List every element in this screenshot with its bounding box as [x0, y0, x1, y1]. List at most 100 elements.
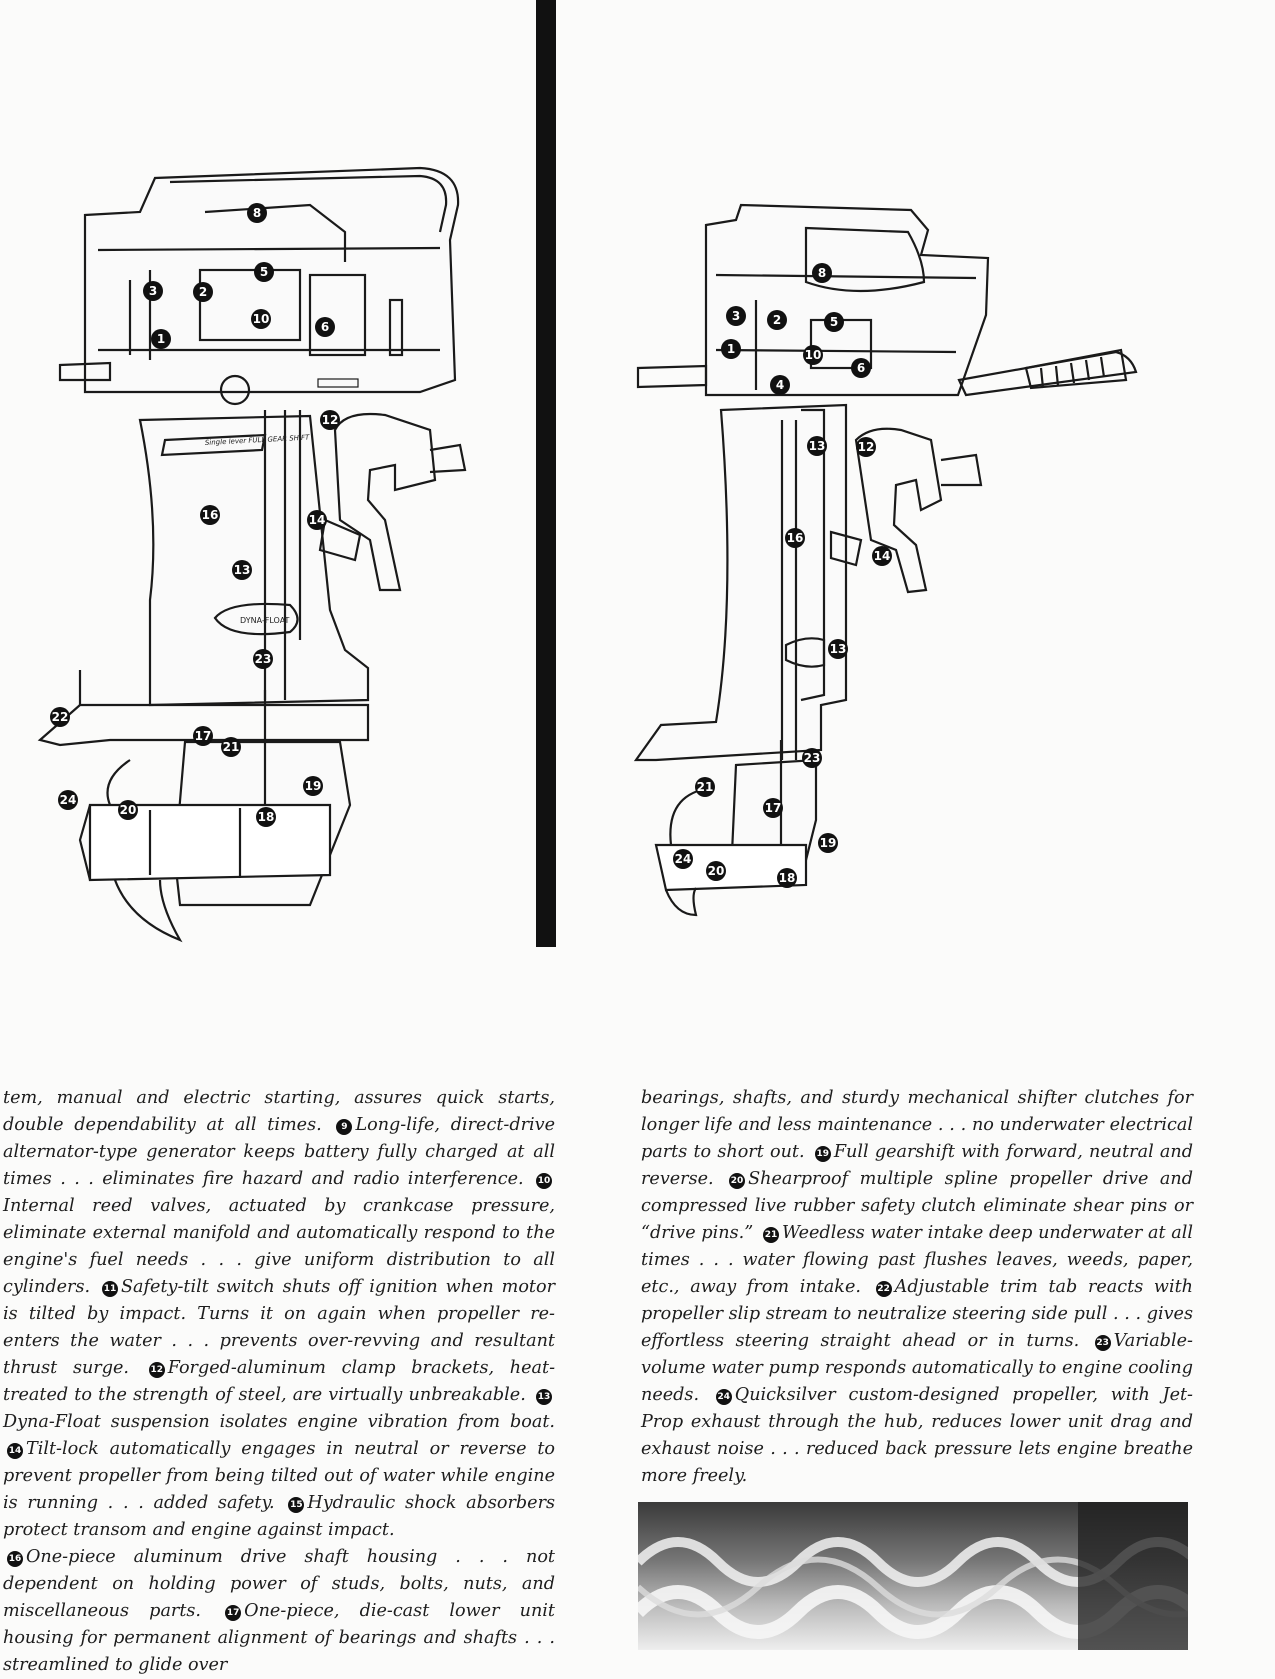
feature-number-23: 23: [1094, 1335, 1111, 1351]
callout-23: 23: [253, 649, 273, 669]
svg-text:21: 21: [697, 780, 714, 794]
feature-number-19: 19: [814, 1146, 831, 1162]
text-column-left: tem, manual and electric starting, assur…: [3, 1085, 555, 1679]
svg-text:1: 1: [727, 342, 735, 356]
callout-16: 16: [200, 505, 220, 525]
svg-text:4: 4: [776, 378, 784, 392]
feature-number-15: 15: [288, 1497, 305, 1513]
callout-8: 8: [812, 263, 832, 283]
outboard-engine-illustration-left: Single lever FULL GEAR SHIFT DYNA-FLOAT …: [37, 166, 467, 943]
svg-text:3: 3: [732, 309, 740, 323]
feature-number-17: 17: [225, 1605, 242, 1621]
callout-21: 21: [695, 777, 715, 797]
callout-12: 12: [856, 437, 876, 457]
callout-24: 24: [673, 849, 693, 869]
dyna-float-label: DYNA-FLOAT: [240, 616, 290, 625]
svg-text:16: 16: [787, 531, 804, 545]
callout-21: 21: [221, 737, 241, 757]
callout-23: 23: [802, 748, 822, 768]
svg-text:18: 18: [779, 871, 796, 885]
exhaust-photograph: [638, 1502, 1188, 1650]
feature-number-9: 9: [336, 1119, 353, 1135]
callout-10: 10: [251, 309, 271, 329]
vertical-divider: [536, 0, 556, 947]
svg-text:22: 22: [52, 710, 69, 724]
feature-number-14: 14: [7, 1443, 23, 1459]
svg-text:17: 17: [195, 729, 212, 743]
callout-10: 10: [803, 345, 823, 365]
svg-text:16: 16: [202, 508, 219, 522]
svg-text:13: 13: [809, 439, 826, 453]
callout-5: 5: [254, 262, 274, 282]
callout-13-lower: 13: [828, 639, 848, 659]
callout-16: 16: [785, 528, 805, 548]
callout-14: 14: [872, 546, 892, 566]
svg-text:6: 6: [321, 320, 329, 334]
svg-text:14: 14: [874, 549, 891, 563]
callout-2: 2: [767, 310, 787, 330]
svg-text:24: 24: [675, 852, 692, 866]
svg-text:14: 14: [309, 513, 326, 527]
svg-text:12: 12: [322, 413, 339, 427]
svg-text:8: 8: [253, 206, 261, 220]
paragraph-features-3: bearings, shafts, and sturdy mechanical …: [641, 1088, 1194, 1486]
callout-3: 3: [143, 281, 163, 301]
callout-20: 20: [118, 800, 138, 820]
callout-17: 17: [193, 726, 213, 746]
text-column-right: bearings, shafts, and sturdy mechanical …: [641, 1085, 1193, 1490]
svg-text:12: 12: [858, 440, 875, 454]
svg-text:23: 23: [804, 751, 821, 765]
svg-text:2: 2: [199, 285, 207, 299]
callout-18: 18: [256, 807, 276, 827]
svg-text:17: 17: [765, 801, 782, 815]
svg-text:3: 3: [149, 284, 157, 298]
svg-text:21: 21: [223, 740, 240, 754]
photo-wave-pattern: [638, 1502, 1188, 1650]
svg-text:18: 18: [258, 810, 275, 824]
svg-text:1: 1: [157, 332, 165, 346]
callout-13: 13: [807, 436, 827, 456]
feature-number-11: 11: [102, 1281, 118, 1297]
feature-number-24: 24: [715, 1389, 732, 1405]
callout-13: 13: [232, 560, 252, 580]
callout-4: 4: [770, 375, 790, 395]
callout-6: 6: [315, 317, 335, 337]
svg-text:2: 2: [773, 313, 781, 327]
feature-number-22: 22: [875, 1281, 892, 1297]
svg-text:5: 5: [260, 265, 268, 279]
svg-text:6: 6: [857, 361, 865, 375]
callout-20: 20: [706, 861, 726, 881]
svg-text:24: 24: [60, 793, 77, 807]
callout-1: 1: [721, 339, 741, 359]
callout-5: 5: [824, 312, 844, 332]
engine-outline: [37, 166, 467, 943]
callout-12: 12: [320, 410, 340, 430]
callout-2: 2: [193, 282, 213, 302]
paragraph-features-1: tem, manual and electric starting, assur…: [3, 1088, 556, 1540]
callout-3: 3: [726, 306, 746, 326]
feature-number-12: 12: [148, 1362, 165, 1378]
callout-6: 6: [851, 358, 871, 378]
callout-14: 14: [307, 510, 327, 530]
callout-24: 24: [58, 790, 78, 810]
svg-text:8: 8: [818, 266, 826, 280]
svg-text:10: 10: [805, 348, 822, 362]
outboard-engine-illustration-right: 8 3 2 5 1 10 6 4 13 12 16 14 13 23 21 17…: [633, 203, 1138, 917]
svg-text:20: 20: [708, 864, 725, 878]
svg-text:13: 13: [830, 642, 847, 656]
callout-22: 22: [50, 707, 70, 727]
feature-number-16: 16: [7, 1551, 23, 1567]
callout-1: 1: [151, 329, 171, 349]
svg-text:19: 19: [820, 836, 837, 850]
feature-number-21: 21: [762, 1227, 779, 1243]
callout-17: 17: [763, 798, 783, 818]
svg-text:19: 19: [305, 779, 322, 793]
callout-18: 18: [777, 868, 797, 888]
callout-19: 19: [303, 776, 323, 796]
svg-text:23: 23: [255, 652, 272, 666]
callout-8: 8: [247, 203, 267, 223]
callout-19: 19: [818, 833, 838, 853]
svg-text:10: 10: [253, 312, 270, 326]
svg-text:20: 20: [120, 803, 137, 817]
